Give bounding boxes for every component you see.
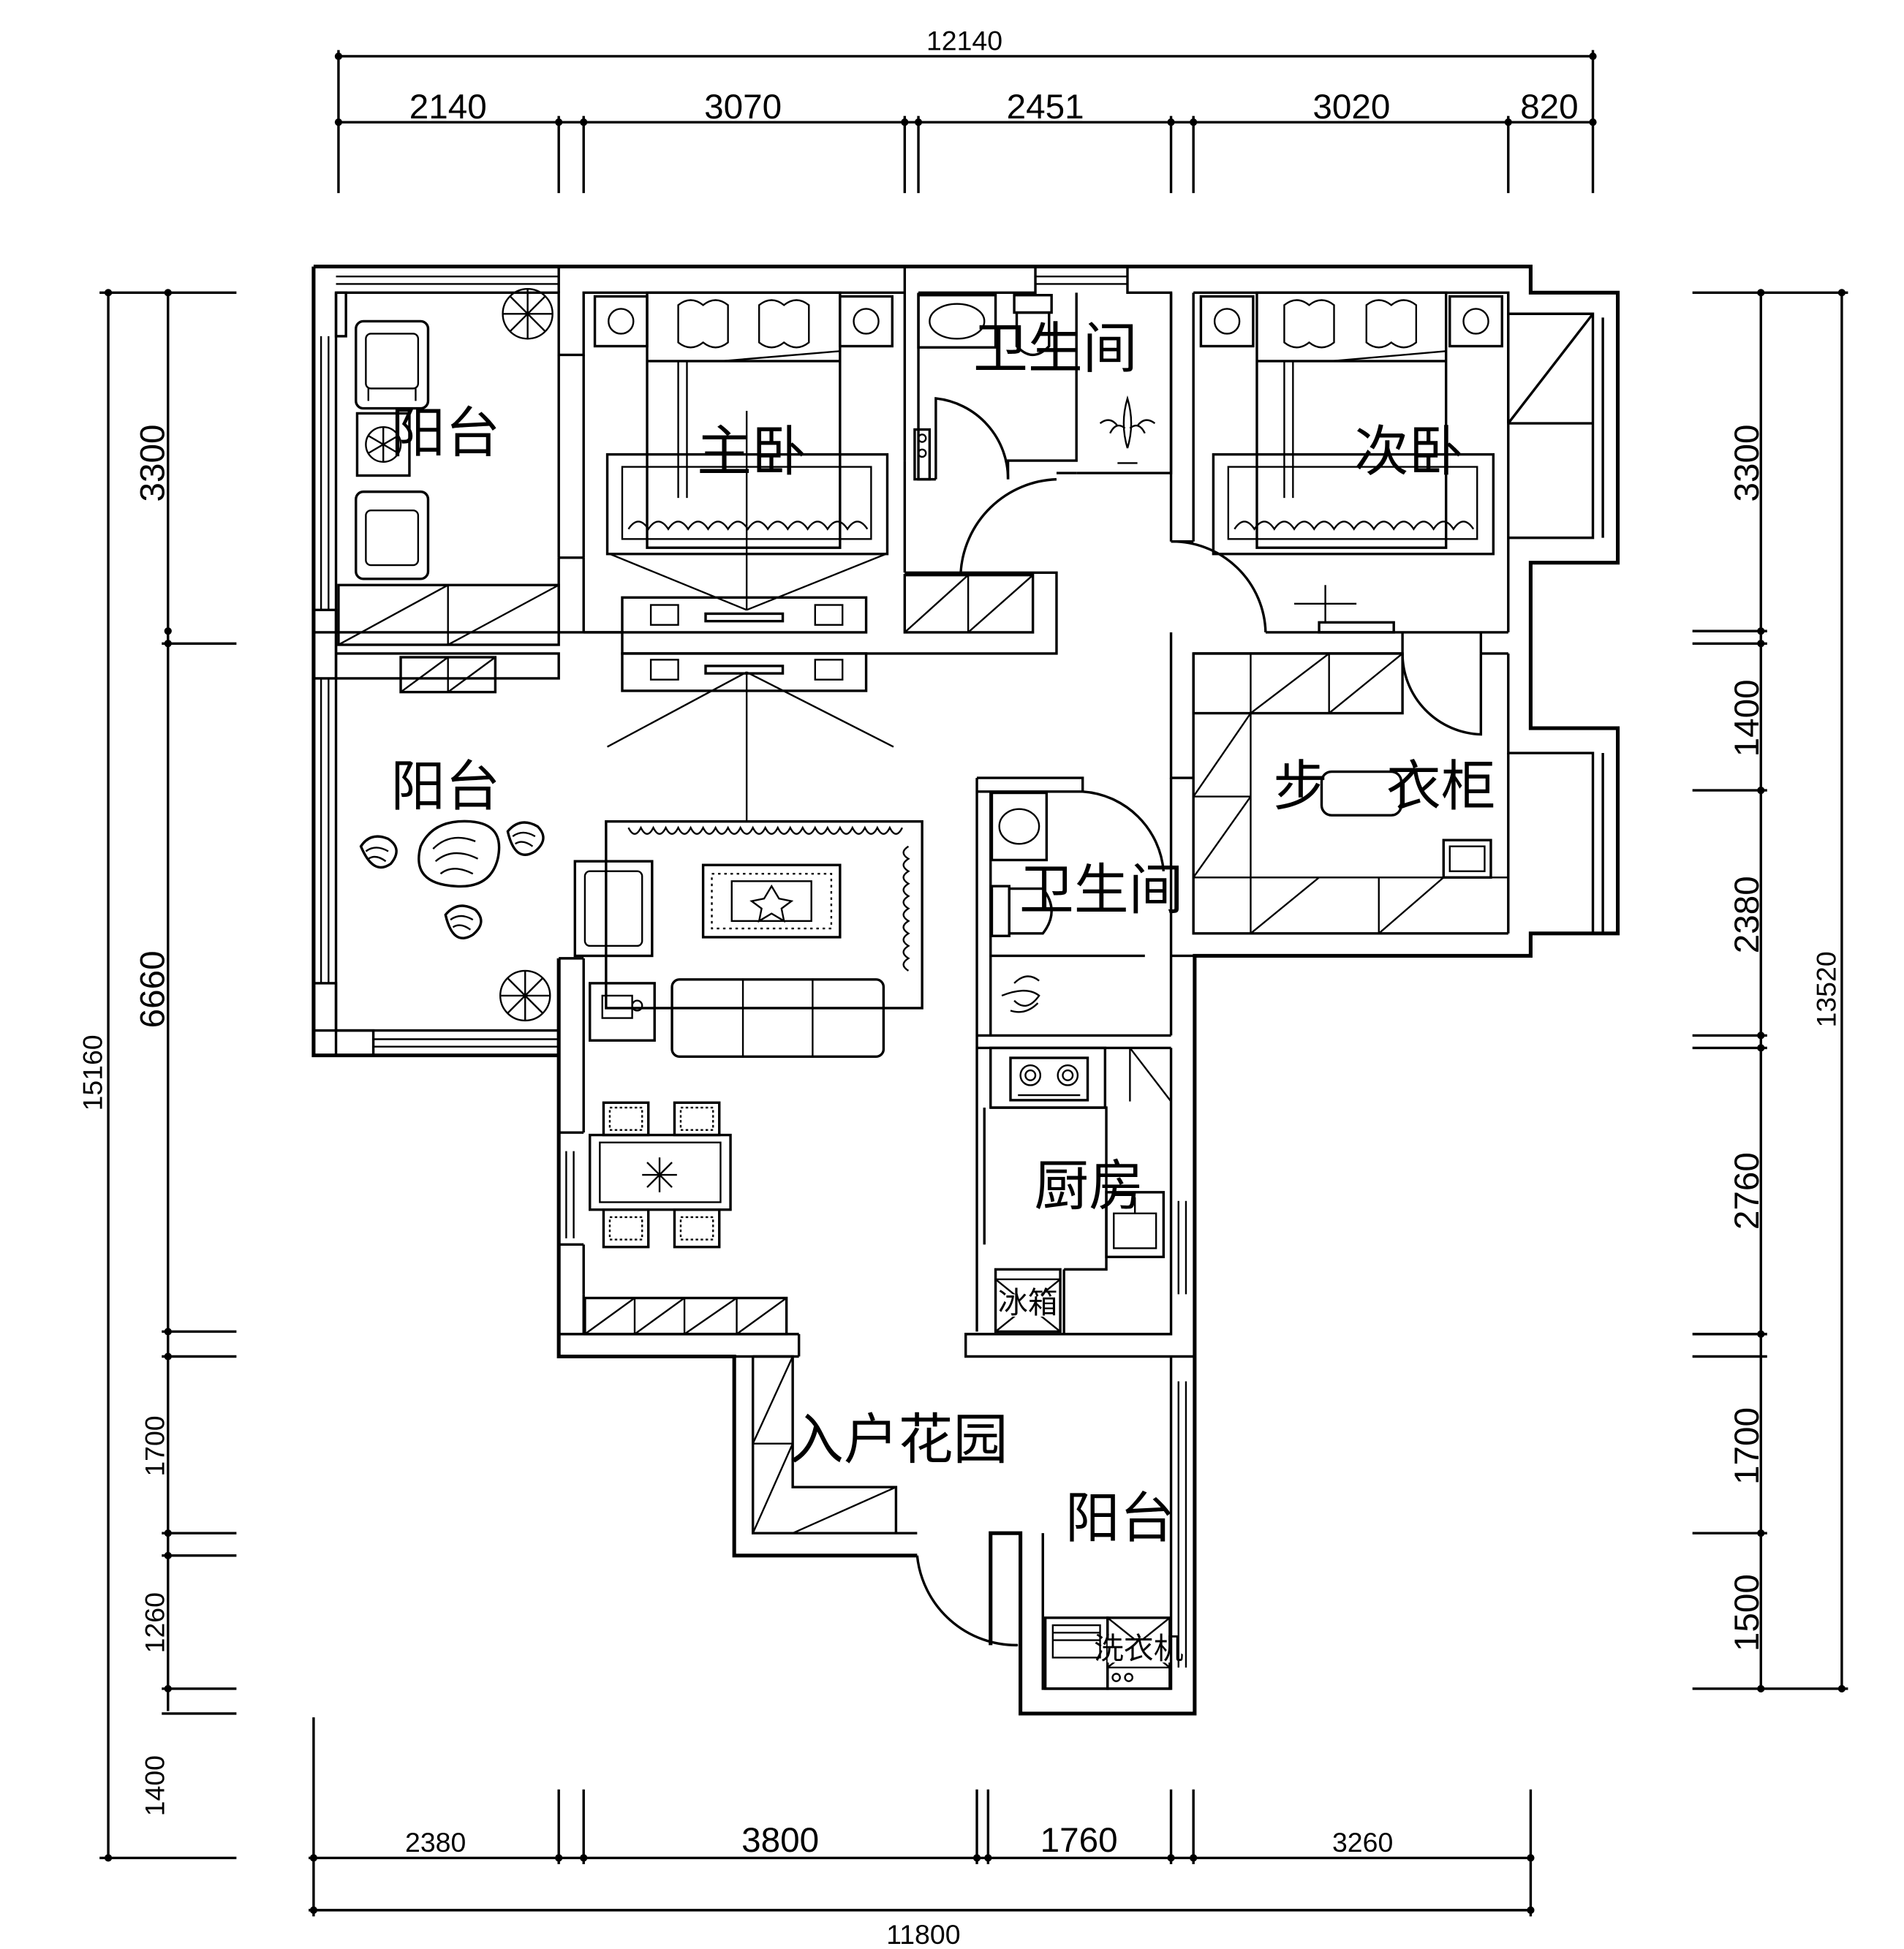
top-dimension-5: 820 xyxy=(1520,88,1578,126)
right-dimension-4: 2760 xyxy=(1728,1152,1767,1230)
left-dimension-1: 3300 xyxy=(134,425,173,502)
left-dimension-lines xyxy=(99,289,237,1862)
right-dimension-2: 1400 xyxy=(1728,679,1767,757)
armchair-icon xyxy=(355,490,430,580)
top-dimension-1: 2140 xyxy=(409,88,487,126)
doors xyxy=(915,397,1483,1647)
room-label-walkin-closet-right: 衣柜 xyxy=(1386,754,1496,819)
plant-icon xyxy=(502,288,554,340)
sofa-icon xyxy=(573,820,923,1059)
bottom-dimension-3: 1760 xyxy=(1040,1821,1118,1860)
stove-icon xyxy=(989,1046,1107,1109)
room-label-balcony-left: 阳台 xyxy=(390,754,500,819)
right-dimension-6: 1500 xyxy=(1728,1574,1767,1651)
top-dimension-2: 3070 xyxy=(704,88,782,126)
interior-walls xyxy=(313,292,1508,1690)
room-label-second-bedroom: 次卧 xyxy=(1354,420,1464,484)
top-dimension-lines xyxy=(334,50,1597,194)
garden-stones-icon xyxy=(359,820,545,939)
right-dimension-lines xyxy=(1692,289,1848,1693)
right-total-dimension: 13520 xyxy=(1810,951,1841,1027)
fridge-icon xyxy=(994,1268,1062,1333)
room-label-entry-garden: 入户花园 xyxy=(789,1407,1008,1472)
bottom-dimension-4: 3260 xyxy=(1332,1827,1393,1858)
bottom-dimension-lines xyxy=(309,1717,1535,1917)
second-bed-icon xyxy=(1199,291,1503,634)
room-label-kitchen: 厨房 xyxy=(1034,1154,1144,1218)
left-dimension-3: 1700 xyxy=(140,1415,170,1476)
fridge-label: 冰箱 xyxy=(998,1285,1058,1320)
left-dimension-2: 6660 xyxy=(134,950,173,1028)
plant-icon xyxy=(499,969,551,1022)
planter-icon xyxy=(752,1355,898,1534)
top-dimension-3: 2451 xyxy=(1007,88,1084,126)
left-dimension-4: 1260 xyxy=(140,1592,170,1653)
washing-machine-icon xyxy=(1106,1616,1171,1690)
right-dimension-1: 3300 xyxy=(1728,425,1767,502)
room-label-bathroom-top: 卫生间 xyxy=(973,316,1138,380)
shower-icon xyxy=(990,954,1145,1013)
room-label-bathroom-mid: 卫生间 xyxy=(1019,858,1184,922)
master-bed-icon xyxy=(593,291,894,556)
toilet-icon xyxy=(1013,294,1053,357)
left-dimension-5: 1400 xyxy=(140,1755,170,1816)
right-dimension-5: 1700 xyxy=(1728,1407,1767,1485)
walk-in-closet-icon xyxy=(1192,652,1508,934)
kitchen-sink-icon xyxy=(1105,1191,1166,1259)
top-dimension-4: 3020 xyxy=(1312,88,1390,126)
shower-icon xyxy=(1099,395,1156,464)
dining-table-icon xyxy=(589,1101,732,1249)
tv-cabinet-icon xyxy=(606,411,894,822)
sink-icon xyxy=(990,791,1049,862)
left-total-dimension: 15160 xyxy=(78,1034,108,1110)
counter-icon xyxy=(990,1047,1172,1271)
armchair-icon xyxy=(355,319,430,410)
right-dimension-3: 2380 xyxy=(1728,876,1767,953)
washer-label: 洗衣机 xyxy=(1094,1631,1184,1666)
room-label-master-bedroom: 主卧 xyxy=(697,420,806,484)
wardrobe-icon xyxy=(903,573,1035,634)
top-total-dimension: 12140 xyxy=(926,25,1002,56)
cabinet-icon xyxy=(583,1296,788,1336)
side-table-icon xyxy=(355,412,411,477)
exterior-walls xyxy=(311,265,1620,1716)
toilet-icon xyxy=(990,885,1053,937)
room-label-balcony-bottom: 阳台 xyxy=(1065,1486,1175,1550)
cabinet-icon xyxy=(337,583,560,694)
bottom-dimension-2: 3800 xyxy=(741,1821,819,1860)
bottom-dimension-1: 2380 xyxy=(405,1827,466,1858)
room-label-walkin-closet-left: 步 xyxy=(1273,754,1328,819)
bottom-total-dimension: 11800 xyxy=(886,1919,960,1949)
sink-icon xyxy=(913,294,997,481)
room-label-balcony-top: 阳台 xyxy=(390,401,500,465)
